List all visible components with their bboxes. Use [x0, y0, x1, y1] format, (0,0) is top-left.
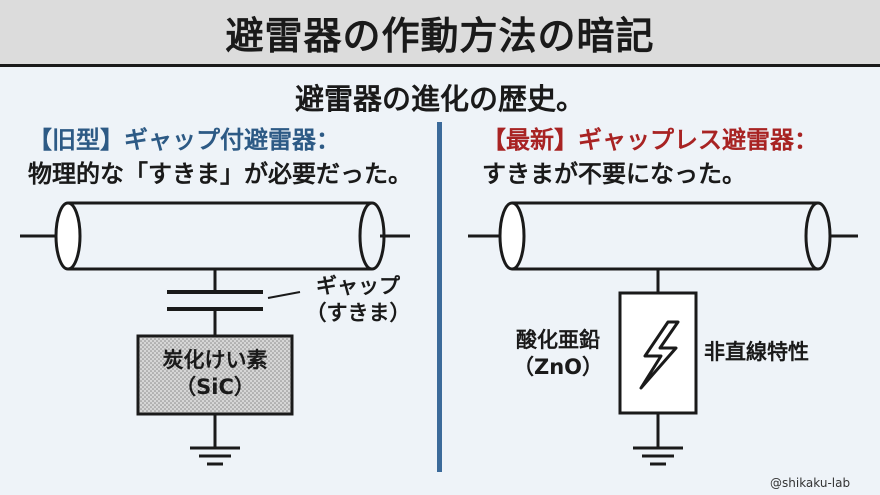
- title-bar: 避雷器の作動方法の暗記: [0, 0, 880, 67]
- zno-label-line2: （ZnO）: [512, 355, 604, 379]
- old-gap-symbol: [167, 269, 301, 336]
- sic-element-box: [136, 334, 294, 416]
- new-type-description: すきまが不要になった。: [482, 160, 746, 188]
- old-power-line: [20, 201, 410, 271]
- gap-label-line1: ギャップ: [316, 274, 400, 298]
- ground-symbol-icon: [633, 413, 683, 466]
- new-power-line: [468, 201, 858, 271]
- zno-label: 酸化亜鉛 （ZnO）: [500, 327, 616, 381]
- sic-label: 炭化けい素 （SiC）: [138, 347, 292, 401]
- sic-label-line1: 炭化けい素: [162, 348, 268, 372]
- lightning-bolt-icon: [639, 320, 680, 390]
- center-divider: [437, 122, 442, 472]
- subtitle: 避雷器の進化の歴史。: [294, 82, 585, 116]
- gap-label: ギャップ （すきま）: [298, 273, 418, 327]
- credit-text: @shikaku-lab: [770, 476, 851, 490]
- nonlinear-property-label: 非直線特性: [704, 340, 809, 364]
- sic-label-line2: （SiC）: [175, 375, 255, 399]
- gap-label-line2: （すきま）: [305, 301, 411, 325]
- new-type-heading: 【最新】ギャップレス避雷器：: [482, 126, 818, 154]
- ground-symbol-icon: [190, 414, 240, 466]
- page-title: 避雷器の作動方法の暗記: [225, 13, 655, 58]
- zno-label-line1: 酸化亜鉛: [516, 328, 600, 352]
- old-type-heading: 【旧型】ギャップ付避雷器：: [28, 126, 340, 154]
- old-type-description: 物理的な「すきま」が必要だった。: [28, 160, 412, 188]
